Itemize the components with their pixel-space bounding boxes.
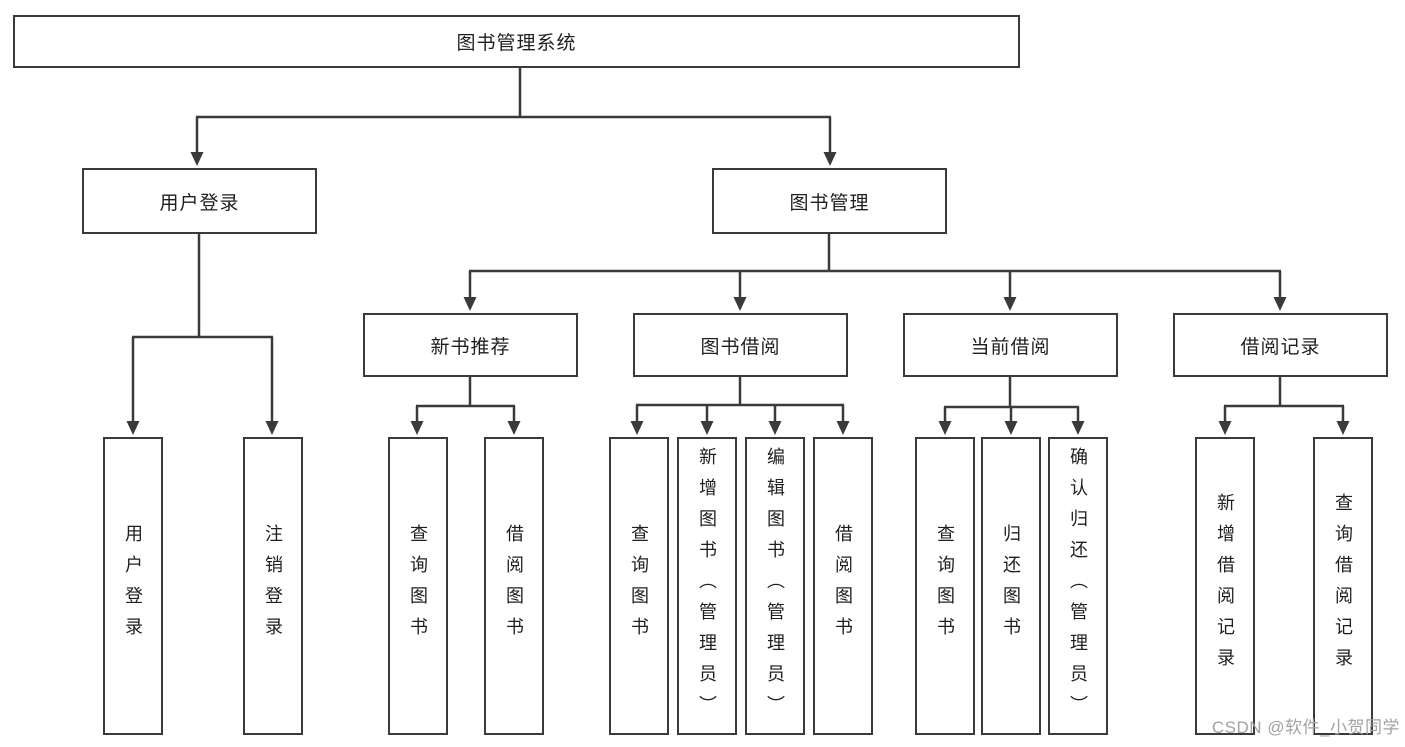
- node-label: 图书管理系统: [456, 33, 577, 54]
- leaf-bb-query-books: 查询图书: [609, 437, 669, 735]
- node-label: 图书借阅: [700, 336, 781, 358]
- csdn-watermark: CSDN @软件_小贺同学: [1211, 718, 1400, 737]
- leaf-label: 查询借阅记录: [1333, 493, 1353, 679]
- node-label: 借阅记录: [1240, 336, 1321, 358]
- leaf-label: 注销登录: [263, 524, 283, 648]
- leaf-br-add-record: 新增借阅记录: [1195, 437, 1255, 735]
- node-current-borrowing: 当前借阅: [903, 313, 1118, 377]
- node-user-login: 用户登录: [82, 168, 317, 234]
- leaf-label: 借阅图书: [833, 524, 853, 648]
- leaf-label: 编辑图书（管理员）: [765, 446, 785, 726]
- leaf-cb-return-books: 归还图书: [981, 437, 1041, 735]
- leaf-bb-edit-book-admin: 编辑图书（管理员）: [745, 437, 805, 735]
- leaf-bb-add-book-admin: 新增图书（管理员）: [677, 437, 737, 735]
- leaf-label: 确认归还（管理员）: [1068, 446, 1088, 726]
- node-book-management: 图书管理: [712, 168, 947, 234]
- leaf-label: 查询图书: [408, 524, 428, 648]
- node-book-borrowing: 图书借阅: [633, 313, 848, 377]
- leaf-label: 用户登录: [123, 524, 143, 648]
- leaf-label: 新增借阅记录: [1215, 493, 1235, 679]
- leaf-nb-borrow-books: 借阅图书: [484, 437, 544, 735]
- node-new-book-recommend: 新书推荐: [363, 313, 578, 377]
- node-label: 用户登录: [159, 192, 240, 214]
- leaf-label: 查询图书: [629, 524, 649, 648]
- node-library-system: 图书管理系统: [13, 15, 1020, 68]
- leaf-label: 借阅图书: [504, 524, 524, 648]
- node-label: 当前借阅: [970, 336, 1051, 358]
- leaf-label: 查询图书: [935, 524, 955, 648]
- leaf-label: 归还图书: [1001, 524, 1021, 648]
- leaf-br-query-record: 查询借阅记录: [1313, 437, 1373, 735]
- node-borrowing-records: 借阅记录: [1173, 313, 1388, 377]
- leaf-cb-confirm-return-admin: 确认归还（管理员）: [1048, 437, 1108, 735]
- leaf-nb-query-books: 查询图书: [388, 437, 448, 735]
- leaf-user-login: 用户登录: [103, 437, 163, 735]
- leaf-label: 新增图书（管理员）: [697, 446, 717, 726]
- node-label: 图书管理: [789, 192, 870, 214]
- leaf-bb-borrow-books: 借阅图书: [813, 437, 873, 735]
- leaf-cb-query-books: 查询图书: [915, 437, 975, 735]
- leaf-logout: 注销登录: [243, 437, 303, 735]
- node-label: 新书推荐: [430, 336, 511, 358]
